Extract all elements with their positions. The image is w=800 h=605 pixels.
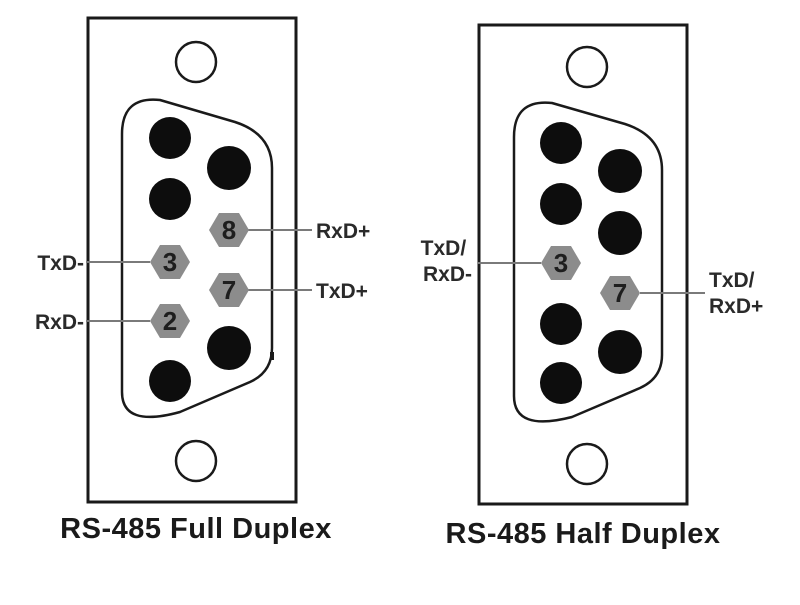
pin-8: 8 [209, 213, 249, 247]
mounting-hole-icon [565, 45, 609, 89]
mounting-hole-icon [565, 442, 609, 486]
pin-unused [149, 360, 191, 402]
connector-half-duplex: 3 7 TxD/ RxD- TxD/ RxD+ RS-485 Half Dupl… [421, 23, 763, 550]
svg-text:8: 8 [222, 215, 236, 245]
pin-unused [598, 330, 642, 374]
svg-text:7: 7 [613, 278, 627, 308]
connector-full-duplex: 8 3 7 2 RxD+ TxD- TxD+ RxD- RS-485 Full … [35, 16, 370, 545]
pin-unused [540, 183, 582, 225]
db9-shell-icon [120, 98, 274, 419]
pin-3: 3 [541, 246, 581, 280]
svg-text:7: 7 [222, 275, 236, 305]
svg-text:2: 2 [163, 306, 177, 336]
pin-7: 7 [209, 273, 249, 307]
shell-marker [270, 352, 274, 360]
mounting-hole-icon [174, 439, 218, 483]
svg-text:3: 3 [554, 248, 568, 278]
pin-unused [207, 326, 251, 370]
pin-label-rxd-plus: RxD+ [316, 220, 370, 243]
pin-label-txd-rxd-minus: TxD/ RxD- [421, 237, 472, 286]
pin-7: 7 [600, 276, 640, 310]
pin-unused [540, 303, 582, 345]
pin-2: 2 [150, 304, 190, 338]
pin-unused [598, 149, 642, 193]
pin-unused [149, 117, 191, 159]
pin-unused [149, 178, 191, 220]
pin-label-rxd-minus: RxD- [35, 311, 84, 334]
caption-half-duplex: RS-485 Half Duplex [446, 518, 721, 550]
svg-text:3: 3 [163, 247, 177, 277]
pin-unused [540, 122, 582, 164]
pin-label-txd-rxd-plus: TxD/ RxD+ [709, 269, 763, 318]
caption-full-duplex: RS-485 Full Duplex [60, 513, 332, 545]
pin-3: 3 [150, 245, 190, 279]
pin-label-txd-minus: TxD- [37, 252, 84, 275]
pin-unused [540, 362, 582, 404]
pin-unused [207, 146, 251, 190]
mounting-hole-icon [174, 40, 218, 84]
pin-unused [598, 211, 642, 255]
pin-label-txd-plus: TxD+ [316, 280, 368, 303]
